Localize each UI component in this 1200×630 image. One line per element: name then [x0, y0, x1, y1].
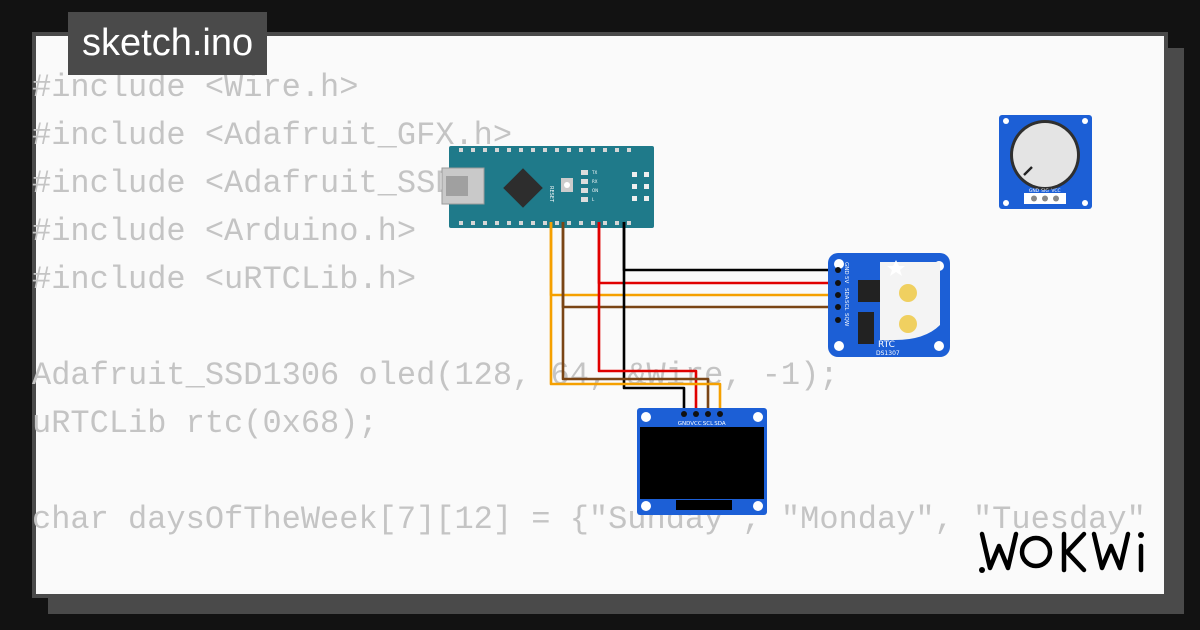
code-line: Adafruit_SSD1306 oled(128, 64, &Wire, -1…: [32, 357, 839, 394]
wire-gnd-oled[interactable]: [622, 222, 686, 414]
wire-vcc-rtc[interactable]: [597, 222, 838, 285]
led-label: L: [592, 197, 595, 202]
led-label: ON: [592, 188, 598, 193]
led-label: TX: [591, 170, 597, 175]
wires: [549, 222, 838, 414]
wokwi-logo-icon[interactable]: [978, 526, 1150, 578]
pot-pin-label: GND: [1029, 188, 1040, 194]
rtc-pin-label: GND: [843, 262, 849, 275]
wire-gnd-rtc[interactable]: [622, 222, 838, 272]
potentiometer[interactable]: GND SIG VCC: [999, 115, 1092, 209]
oled-pin-label: GND: [678, 421, 691, 427]
code-line: #include <Wire.h>: [32, 69, 359, 106]
rtc-pin-label: SDA: [843, 288, 849, 300]
pot-pin-label: SIG: [1041, 188, 1049, 194]
rtc-pin-label: SQW: [843, 313, 849, 327]
rtc-pin-label: 5V: [843, 276, 849, 283]
wire-scl-oled[interactable]: [561, 222, 710, 414]
knob-icon[interactable]: [1013, 123, 1077, 187]
rtc-module[interactable]: GND 5V SDA SCL SQW RTC DS1307: [828, 253, 950, 357]
wire-vcc-oled[interactable]: [597, 222, 698, 414]
pot-pin-label: VCC: [1051, 188, 1060, 194]
code-line: #include <uRTCLib.h>: [32, 261, 417, 298]
oled-pin-label: SDA: [714, 421, 726, 427]
oled-pin-label: VCC: [690, 421, 702, 427]
wire-sda-oled[interactable]: [549, 222, 722, 414]
file-tab[interactable]: sketch.ino: [68, 12, 268, 75]
rtc-chip-label: DS1307: [876, 350, 900, 357]
rtc-label: RTC: [878, 340, 895, 350]
reset-label: RESET: [548, 186, 554, 203]
code-line: uRTCLib rtc(0x68);: [32, 405, 378, 442]
arduino-nano[interactable]: RESET TX RX ON L: [441, 146, 654, 228]
oled-pin-label: SCL: [703, 421, 714, 427]
oled-display[interactable]: GND VCC SCL SDA: [637, 408, 767, 515]
rtc-pin-label: SCL: [843, 300, 849, 311]
led-label: RX: [592, 179, 598, 184]
code-line: #include <Arduino.h>: [32, 213, 417, 250]
code-line: #include <Adafruit_GFX.h>: [32, 117, 513, 154]
adafruit-star-icon: [887, 260, 905, 276]
